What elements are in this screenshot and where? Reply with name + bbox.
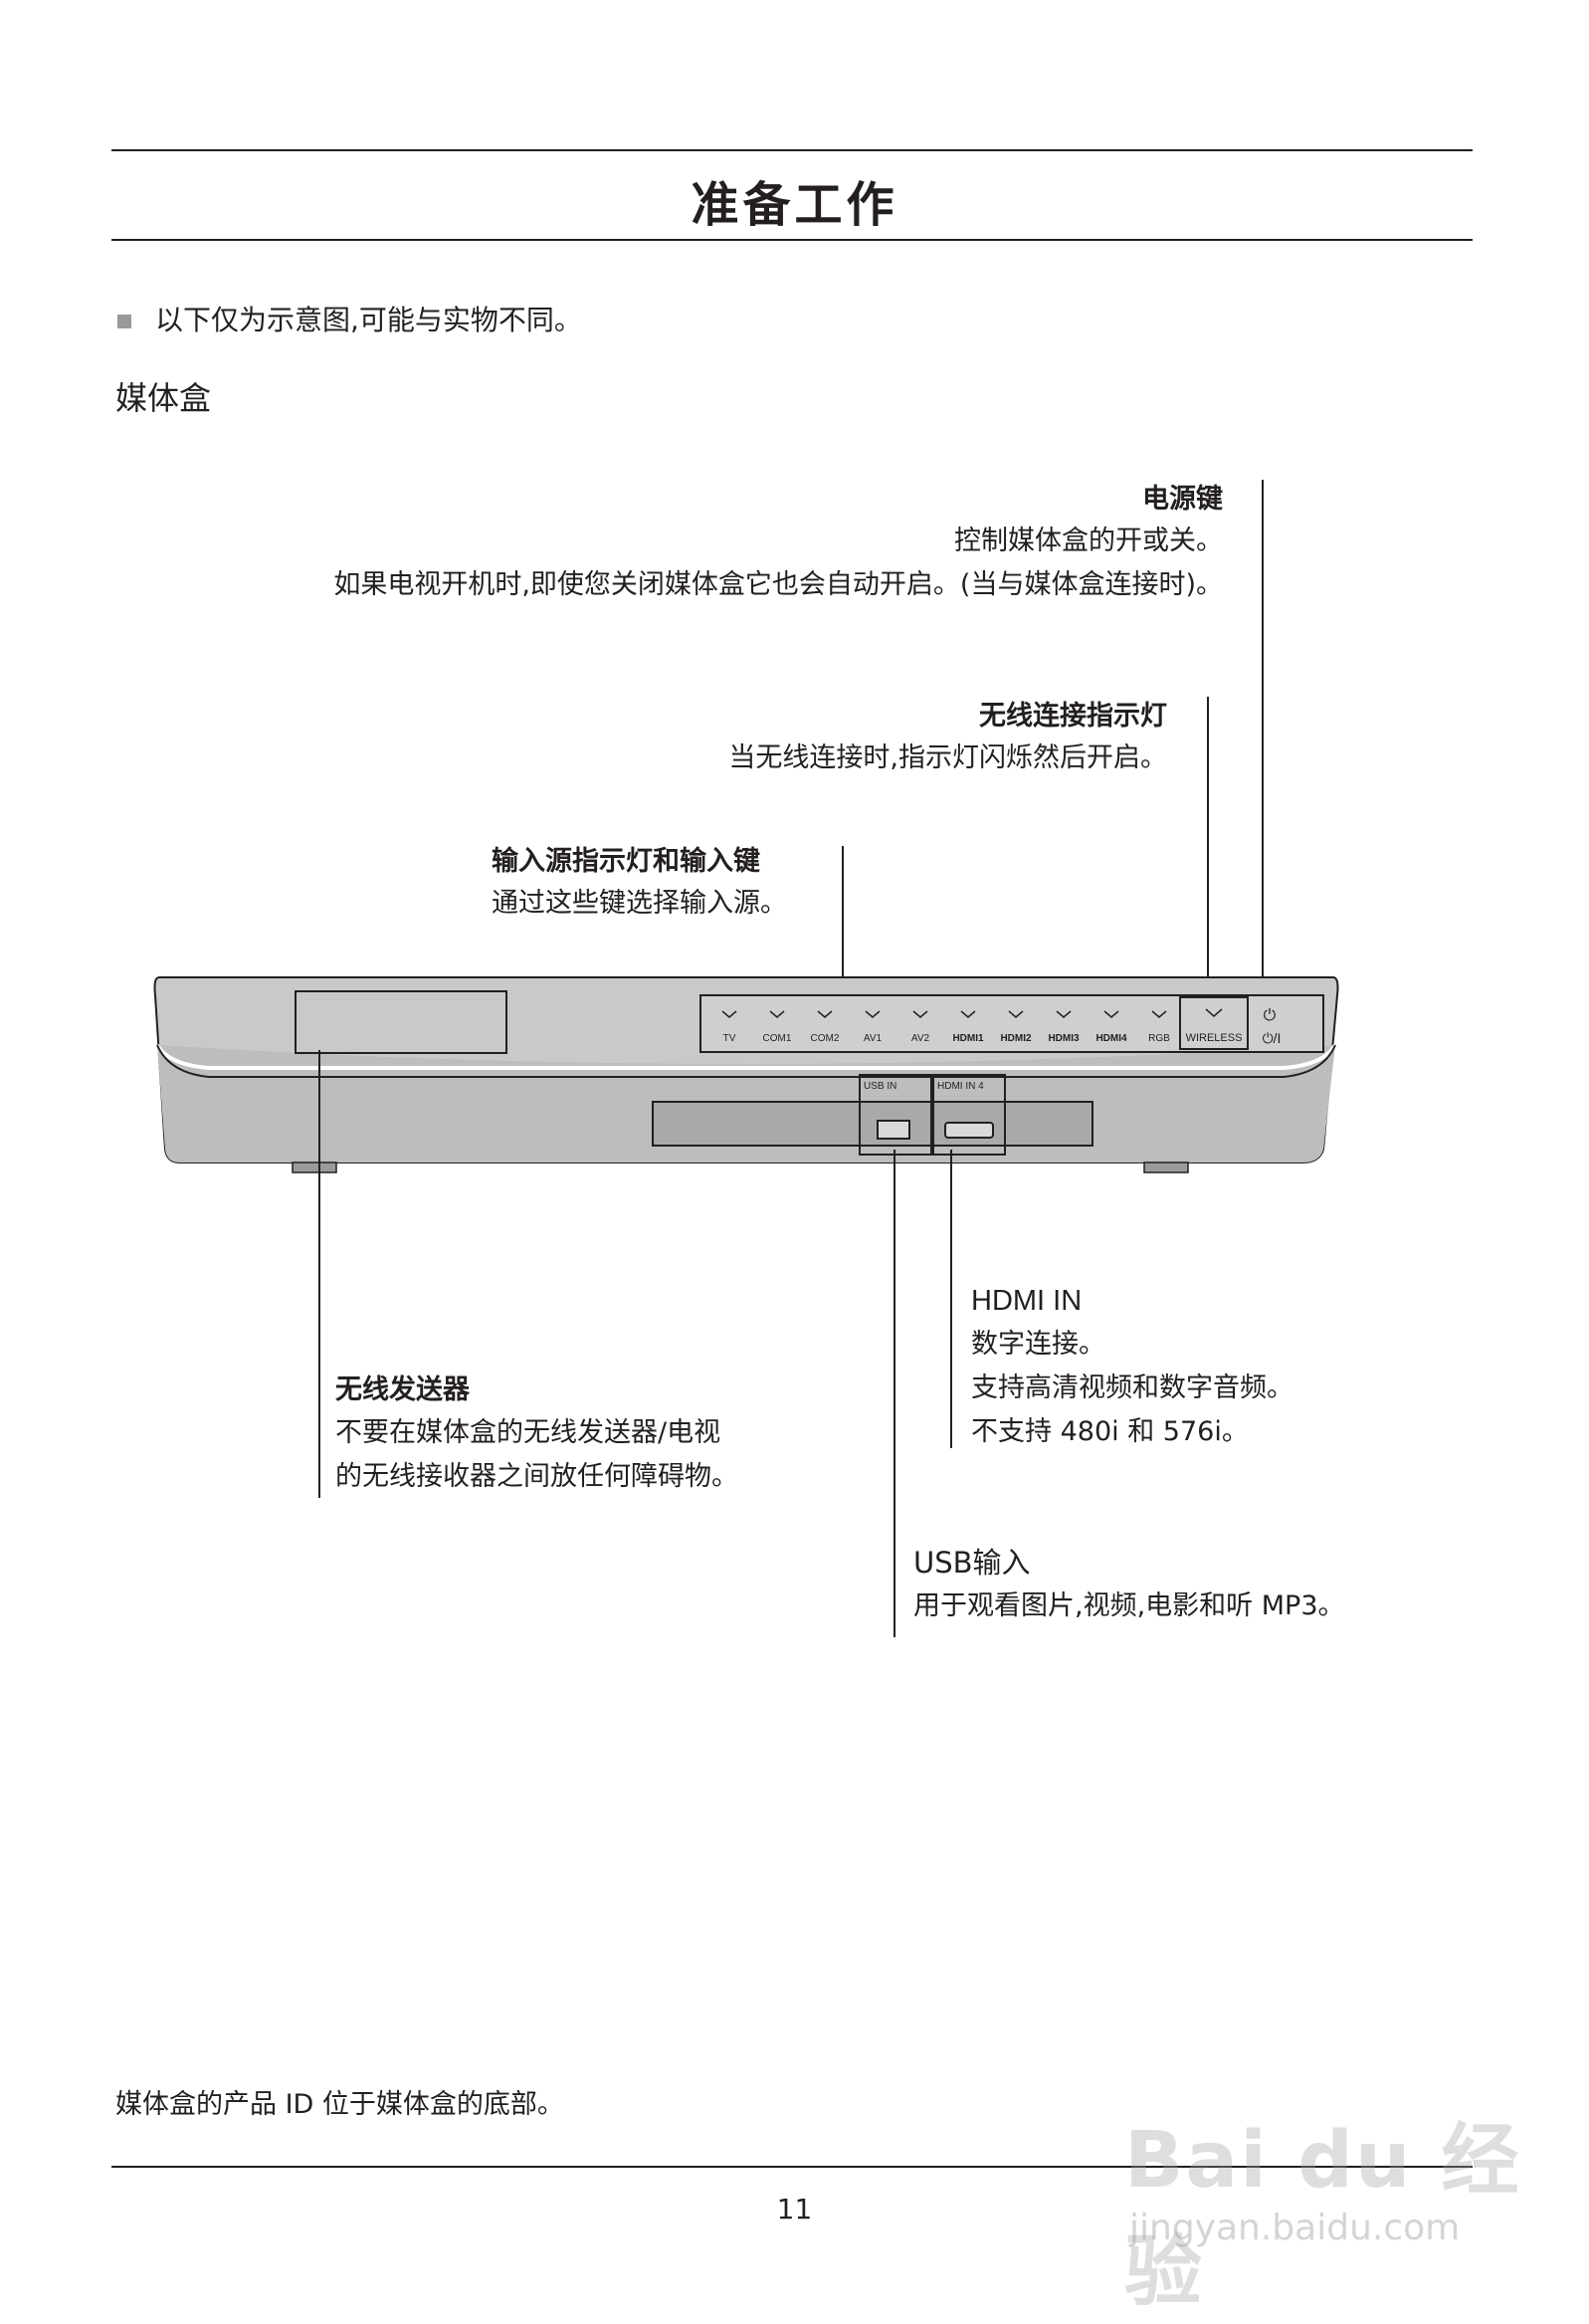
input-button-label: COM1 bbox=[763, 1033, 792, 1044]
input-button-label: TV bbox=[723, 1033, 736, 1044]
hdmi-port-frame bbox=[932, 1074, 1006, 1156]
input-button-label: HDMI1 bbox=[952, 1033, 984, 1044]
power-button: ⏻ ⏻/I bbox=[1263, 1007, 1282, 1046]
input-button-label: RGB bbox=[1148, 1033, 1170, 1044]
transmitter-desc-1: 不要在媒体盒的无线发送器/电视 bbox=[335, 1417, 721, 1448]
input-button-label: AV1 bbox=[864, 1033, 883, 1044]
transmitter-leader-line bbox=[318, 1050, 320, 1498]
input-button-av2[interactable]: AV2 bbox=[911, 1010, 930, 1044]
hdmi-desc-3: 不支持 480i 和 576i。 bbox=[971, 1416, 1249, 1447]
input-button-rgb[interactable]: RGB bbox=[1148, 1010, 1170, 1044]
input-button-hdmi2[interactable]: HDMI2 bbox=[1000, 1010, 1032, 1044]
hdmi-port-label: HDMI IN 4 bbox=[937, 1081, 984, 1092]
front-flap bbox=[652, 1101, 1093, 1147]
hdmi-callout: HDMI IN 数字连接。 支持高清视频和数字音频。 不支持 480i 和 57… bbox=[971, 1279, 1449, 1454]
usb-title: USB输入 bbox=[913, 1546, 1031, 1580]
input-button-panel bbox=[699, 994, 1324, 1053]
input-button-com1[interactable]: COM1 bbox=[763, 1010, 792, 1044]
input-button-hdmi4[interactable]: HDMI4 bbox=[1095, 1010, 1127, 1044]
power-desc-2: 如果电视开机时,即使您关闭媒体盒它也会自动开启。(当与媒体盒连接时)。 bbox=[333, 569, 1223, 600]
input-leader-line bbox=[842, 846, 844, 995]
wireless-led-box bbox=[1179, 996, 1249, 1050]
input-button-com2[interactable]: COM2 bbox=[811, 1010, 840, 1044]
input-led-chevron-icon bbox=[1008, 1010, 1024, 1018]
transmitter-desc-2: 的无线接收器之间放任何障碍物。 bbox=[335, 1461, 738, 1492]
bullet-square-icon bbox=[117, 315, 131, 328]
left-foot bbox=[292, 1162, 337, 1173]
input-led-chevron-icon bbox=[721, 1010, 737, 1018]
wireless-chevron-icon bbox=[1205, 1008, 1223, 1017]
wireless-led-title: 无线连接指示灯 bbox=[979, 701, 1167, 732]
input-desc: 通过这些键选择输入源。 bbox=[492, 888, 787, 919]
footer-rule bbox=[111, 2166, 1473, 2168]
transmitter-callout: 无线发送器 不要在媒体盒的无线发送器/电视 的无线接收器之间放任何障碍物。 bbox=[335, 1370, 853, 1499]
power-title: 电源键 bbox=[1142, 484, 1223, 515]
baidu-watermark-url: jingyan.baidu.com bbox=[1129, 2208, 1461, 2248]
usb-leader-line bbox=[894, 1150, 895, 1637]
wireless-indicator: WIRELESS bbox=[1186, 1008, 1243, 1044]
input-led-chevron-icon bbox=[1103, 1010, 1119, 1018]
wireless-led-leader-line bbox=[1207, 697, 1209, 1000]
input-led-chevron-icon bbox=[769, 1010, 785, 1018]
input-button-label: HDMI3 bbox=[1048, 1033, 1080, 1044]
page-number: 11 bbox=[776, 2193, 813, 2225]
wireless-label: WIRELESS bbox=[1186, 1032, 1243, 1044]
usb-desc: 用于观看图片,视频,电影和听 MP3。 bbox=[913, 1590, 1345, 1621]
input-led-chevron-icon bbox=[817, 1010, 833, 1018]
usb-port-frame bbox=[859, 1074, 932, 1156]
power-leader-line bbox=[1262, 480, 1264, 985]
input-led-chevron-icon bbox=[912, 1010, 928, 1018]
power-desc-1: 控制媒体盒的开或关。 bbox=[954, 526, 1223, 556]
wireless-led-callout: 无线连接指示灯 当无线连接时,指示灯闪烁然后开启。 bbox=[272, 697, 1167, 780]
input-callout: 输入源指示灯和输入键 通过这些键选择输入源。 bbox=[492, 842, 890, 926]
usb-callout: USB输入 用于观看图片,视频,电影和听 MP3。 bbox=[913, 1541, 1471, 1628]
input-led-chevron-icon bbox=[1151, 1010, 1167, 1018]
power-icon: ⏻ bbox=[1264, 1007, 1277, 1024]
input-title: 输入源指示灯和输入键 bbox=[492, 846, 760, 877]
input-button-label: HDMI4 bbox=[1095, 1033, 1127, 1044]
hdmi-desc-2: 支持高清视频和数字音频。 bbox=[971, 1373, 1293, 1403]
disclaimer-text: 以下仅为示意图,可能与实物不同。 bbox=[155, 304, 582, 336]
title-rule bbox=[111, 239, 1473, 241]
input-button-av1[interactable]: AV1 bbox=[864, 1010, 883, 1044]
input-button-hdmi1[interactable]: HDMI1 bbox=[952, 1010, 984, 1044]
input-button-hdmi3[interactable]: HDMI3 bbox=[1048, 1010, 1080, 1044]
input-button-label: HDMI2 bbox=[1000, 1033, 1032, 1044]
input-button-row: TV COM1 COM2 AV1 AV2 HDMI1 HDMI2 HDMI3 HDMI4 RGB bbox=[721, 1010, 1170, 1044]
input-button-tv[interactable]: TV bbox=[721, 1010, 737, 1044]
hdmi-port bbox=[944, 1122, 994, 1139]
transmitter-title: 无线发送器 bbox=[335, 1374, 470, 1405]
input-led-chevron-icon bbox=[865, 1010, 881, 1018]
right-foot bbox=[1143, 1162, 1189, 1173]
page-title: 准备工作 bbox=[691, 177, 898, 233]
input-led-chevron-icon bbox=[1056, 1010, 1072, 1018]
hdmi-desc-1: 数字连接。 bbox=[971, 1329, 1105, 1360]
input-button-label: COM2 bbox=[811, 1033, 840, 1044]
section-heading: 媒体盒 bbox=[115, 379, 212, 417]
wireless-transmitter-window bbox=[295, 990, 507, 1054]
disclaimer-note: 以下仅为示意图,可能与实物不同。 bbox=[117, 299, 582, 338]
usb-port bbox=[877, 1120, 910, 1140]
usb-port-label: USB IN bbox=[864, 1081, 896, 1092]
power-label: ⏻/I bbox=[1263, 1030, 1282, 1046]
product-id-note: 媒体盒的产品 ID 位于媒体盒的底部。 bbox=[115, 2089, 564, 2120]
input-button-label: AV2 bbox=[911, 1033, 930, 1044]
input-led-chevron-icon bbox=[960, 1010, 976, 1018]
hdmi-leader-line bbox=[950, 1150, 952, 1448]
power-callout: 电源键 控制媒体盒的开或关。 如果电视开机时,即使您关闭媒体盒它也会自动开启。(… bbox=[29, 480, 1223, 607]
wireless-led-desc: 当无线连接时,指示灯闪烁然后开启。 bbox=[728, 742, 1167, 773]
top-rule bbox=[111, 149, 1473, 151]
hdmi-title: HDMI IN bbox=[971, 1285, 1083, 1317]
baidu-watermark-logo: Bai du 经验 bbox=[1124, 2116, 1521, 2317]
